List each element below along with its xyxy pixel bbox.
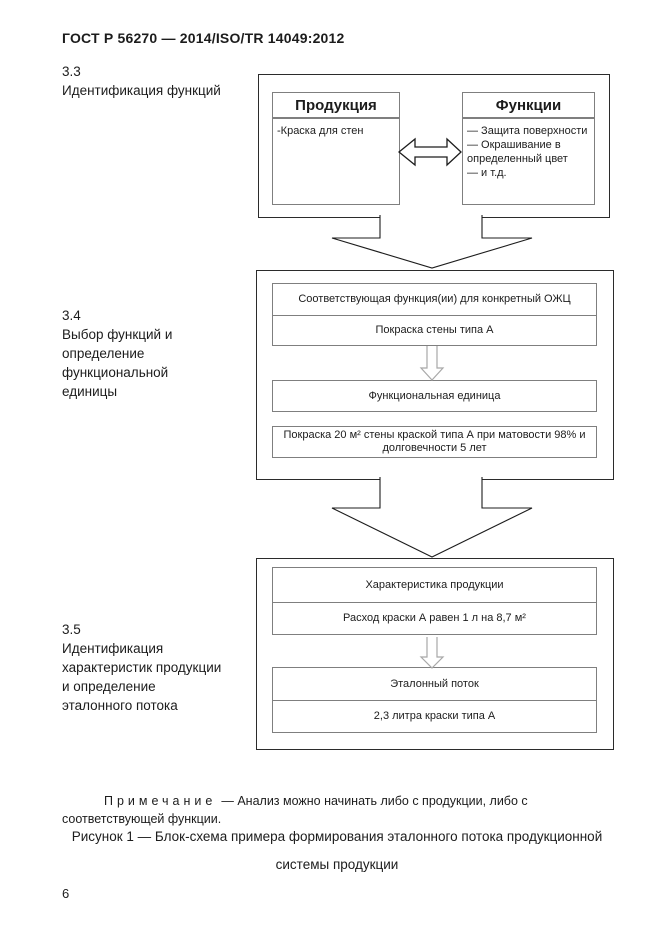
figure-caption-line2: системы продукции xyxy=(275,857,399,872)
function-selection-box: Соответствующая функция(ии) для конкретн… xyxy=(272,283,597,346)
product-box: Продукция -Краска для стен xyxy=(272,92,400,205)
functions-box-item: — и т.д. xyxy=(467,167,507,179)
section-title-line: характеристик продукции xyxy=(62,660,222,675)
reference-flow-value: 2,3 литра краски типа А xyxy=(373,710,496,722)
functional-unit-label: Функциональная единица xyxy=(368,389,501,402)
figure-caption-line1: Рисунок 1 — Блок-схема примера формирова… xyxy=(71,829,603,844)
functions-box-item: — Защита поверхности xyxy=(467,125,588,137)
reference-flow-box: Эталонный поток 2,3 литра краски типа А xyxy=(272,667,597,733)
section-title-line: Выбор функций и xyxy=(62,327,173,342)
section-title-line: определение xyxy=(62,346,145,361)
functions-box-item: — Окрашивание в определенный цвет xyxy=(467,139,568,165)
section-title-line: и определение xyxy=(62,679,156,694)
section-title-line: единицы xyxy=(62,384,118,399)
big-down-arrow-1-icon xyxy=(331,215,533,269)
characteristic-row: Характеристика продукции xyxy=(273,568,596,603)
section-3-4-label: 3.4 Выбор функций и определение функцион… xyxy=(62,306,242,401)
page-number: 6 xyxy=(62,886,70,901)
section-number: 3.5 xyxy=(62,622,81,637)
functional-unit-detail: Покраска 20 м² стены краской типа А при … xyxy=(283,429,586,454)
reference-flow-label: Эталонный поток xyxy=(273,668,596,701)
section-3-5-label: 3.5 Идентификация характеристик продукци… xyxy=(62,620,242,715)
product-box-item: -Краска для стен xyxy=(277,125,364,137)
functions-box-list: — Защита поверхности — Окрашивание в опр… xyxy=(463,119,594,185)
figure-caption: Рисунок 1 — Блок-схема примера формирова… xyxy=(62,823,612,879)
note-text: — Анализ можно начинать либо с продукции… xyxy=(62,793,528,826)
section-title-line: Идентификация xyxy=(62,641,164,656)
product-characteristic-box: Характеристика продукции Расход краски А… xyxy=(272,567,597,635)
note-paragraph: Примечание— Анализ можно начинать либо с… xyxy=(62,792,612,828)
section-3-3-label: 3.3 Идентификация функций xyxy=(62,62,242,100)
section-title-line: эталонного потока xyxy=(62,698,178,713)
section-title-line: Идентификация функций xyxy=(62,83,221,98)
note-label: Примечание xyxy=(104,793,217,808)
function-row: Соответствующая функция(ии) для конкретн… xyxy=(273,284,596,316)
functional-unit-detail-box: Покраска 20 м² стены краской типа А при … xyxy=(272,426,597,458)
consumption-row: Расход краски А равен 1 л на 8,7 м² xyxy=(343,612,526,624)
section-title-line: функциональной xyxy=(62,365,169,380)
functions-box: Функции — Защита поверхности — Окрашиван… xyxy=(462,92,595,205)
document-header: ГОСТ Р 56270 — 2014/ISO/TR 14049:2012 xyxy=(62,30,345,46)
section-number: 3.4 xyxy=(62,308,81,323)
product-box-title: Продукция xyxy=(273,93,399,119)
function-example-row: Покраска стены типа А xyxy=(375,324,494,336)
functional-unit-box: Функциональная единица xyxy=(272,380,597,412)
big-down-arrow-2-icon xyxy=(331,477,533,558)
section-number: 3.3 xyxy=(62,64,81,79)
functions-box-title: Функции xyxy=(463,93,594,119)
